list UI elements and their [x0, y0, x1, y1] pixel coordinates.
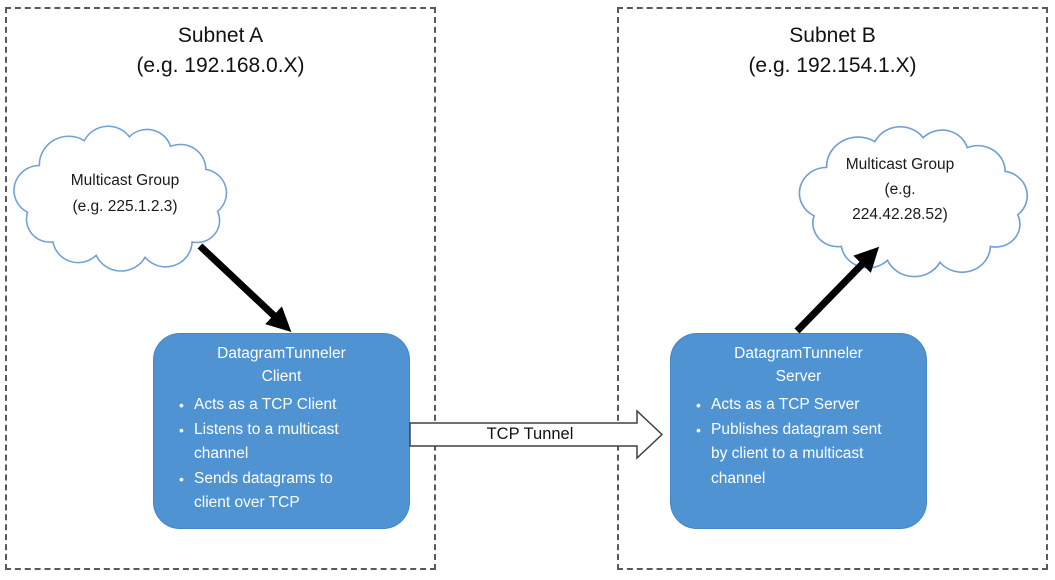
bullet-text: Acts as a TCP Server	[711, 396, 860, 413]
bullet-text: Sends datagrams to client over TCP	[194, 469, 333, 512]
multicast-group-b-line3: 224.42.28.52)	[852, 206, 948, 223]
multicast-group-a-label: Multicast Group (e.g. 225.1.2.3)	[30, 168, 220, 220]
server-node-title-line1: DatagramTunneler	[734, 345, 863, 362]
bullet-text: Publishes datagram sent by client to a m…	[711, 420, 882, 487]
server-node-bullet-list: Acts as a TCP Server Publishes datagram …	[671, 393, 926, 491]
server-node-title: DatagramTunneler Server	[671, 342, 926, 388]
multicast-group-b-line2: (e.g.	[884, 181, 916, 198]
tcp-tunnel-arrow-icon	[409, 409, 664, 460]
bullet-text: Listens to a multicast channel	[194, 420, 339, 463]
subnet-b-title-line1: Subnet B	[789, 24, 876, 47]
subnet-b-title: Subnet B (e.g. 192.154.1.X)	[617, 21, 1048, 81]
multicast-group-a-line1: Multicast Group	[70, 172, 180, 189]
cloud-icon	[798, 125, 1029, 278]
client-node-title-line2: Client	[261, 368, 302, 385]
bullet-text: Acts as a TCP Client	[194, 396, 337, 413]
datagram-tunneler-server-node: DatagramTunneler Server Acts as a TCP Se…	[670, 333, 927, 529]
bullet-icon	[169, 418, 194, 443]
bullet-icon	[686, 418, 711, 443]
multicast-group-b-line1: Multicast Group	[845, 156, 955, 173]
bullet-icon	[169, 393, 194, 418]
bullet-icon	[169, 467, 194, 492]
client-node-title: DatagramTunneler Client	[154, 342, 409, 388]
bullet-icon	[686, 393, 711, 418]
client-node-title-line1: DatagramTunneler	[217, 345, 346, 362]
cloud-icon	[13, 125, 228, 272]
client-node-bullet-list: Acts as a TCP Client Listens to a multic…	[154, 393, 409, 516]
subnet-a-boundary	[5, 7, 436, 570]
subnet-a-title: Subnet A (e.g. 192.168.0.X)	[5, 21, 436, 81]
subnet-a-title-line2: (e.g. 192.168.0.X)	[136, 54, 305, 77]
subnet-b-title-line2: (e.g. 192.154.1.X)	[748, 54, 917, 77]
list-item: Acts as a TCP Client	[169, 393, 409, 418]
list-item: Sends datagrams to client over TCP	[169, 467, 409, 516]
list-item: Acts as a TCP Server	[686, 393, 926, 418]
subnet-a-title-line1: Subnet A	[177, 24, 264, 47]
datagram-tunneler-client-node: DatagramTunneler Client Acts as a TCP Cl…	[153, 333, 410, 529]
server-node-title-line2: Server	[775, 368, 822, 385]
tcp-tunnel-label: TCP Tunnel	[486, 425, 574, 443]
list-item: Listens to a multicast channel	[169, 418, 409, 467]
multicast-group-a-line2: (e.g. 225.1.2.3)	[72, 198, 178, 215]
list-item: Publishes datagram sent by client to a m…	[686, 418, 926, 492]
multicast-group-b-label: Multicast Group (e.g. 224.42.28.52)	[800, 152, 1000, 227]
subnet-b-boundary	[617, 7, 1048, 570]
